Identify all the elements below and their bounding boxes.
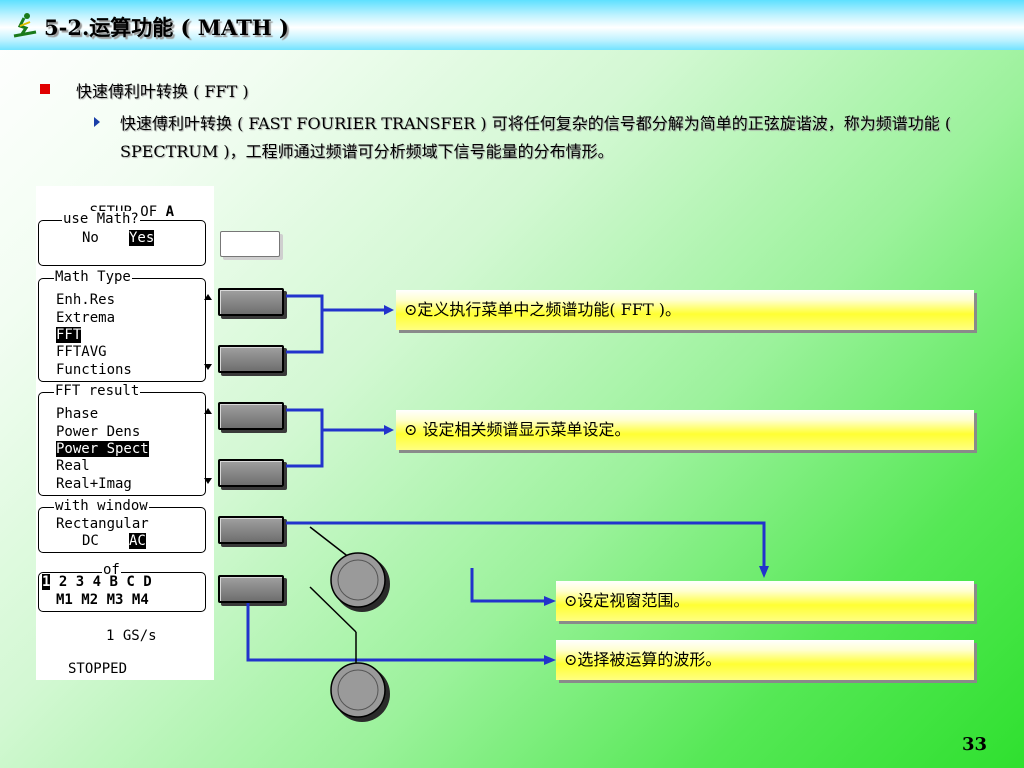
- scroll-down-icon: [204, 364, 212, 370]
- math-type-functions[interactable]: Functions: [56, 362, 132, 378]
- knob-icon: [330, 662, 390, 722]
- fft-result-real[interactable]: Real: [56, 458, 90, 474]
- acquisition-status: STOPPED: [68, 661, 128, 677]
- description-text: 快速傅利叶转换 ( FAST FOURIER TRANSFER ) 可将任何复杂…: [120, 114, 952, 161]
- fft-result-power-dens[interactable]: Power Dens: [56, 424, 141, 440]
- scope-menu-panel: SETUP OF A use Math? No Yes Math Type En…: [36, 186, 214, 680]
- sub-bullet-arrow-icon: [94, 117, 100, 127]
- title-bar: [0, 0, 1024, 50]
- softkey-6[interactable]: [218, 516, 284, 544]
- fft-result-real-imag[interactable]: Real+Imag: [56, 476, 132, 492]
- softkey-5[interactable]: [218, 459, 284, 487]
- callout-window: ⊙设定视窗范围。: [556, 581, 974, 621]
- page-title: 5-2.运算功能 ( MATH ): [44, 15, 289, 40]
- math-type-legend: Math Type: [54, 269, 132, 285]
- window-ac[interactable]: AC: [129, 533, 146, 549]
- knob-icon: [330, 552, 390, 612]
- softkey-1[interactable]: [220, 231, 280, 257]
- sample-rate: 1 GS/s: [106, 628, 157, 644]
- source-channels[interactable]: 1 2 3 4 B C D: [42, 574, 152, 590]
- use-math-yes[interactable]: Yes: [129, 230, 155, 246]
- skier-icon: [13, 13, 37, 38]
- math-type-enh-res[interactable]: Enh.Res: [56, 292, 116, 308]
- source-legend: of: [102, 562, 121, 578]
- use-math-no[interactable]: No: [82, 230, 99, 246]
- source-math-channels[interactable]: M1 M2 M3 M4: [56, 592, 149, 608]
- softkey-4[interactable]: [218, 402, 284, 430]
- callout-display: ⊙ 设定相关频谱显示菜单设定。: [396, 410, 974, 450]
- use-math-legend: use Math?: [62, 211, 140, 227]
- math-type-extrema[interactable]: Extrema: [56, 310, 116, 326]
- setup-channel: A: [165, 204, 175, 220]
- window-type[interactable]: Rectangular: [56, 516, 149, 532]
- softkey-7[interactable]: [218, 575, 284, 603]
- section-heading: 快速傅利叶转换 ( FFT ): [76, 82, 249, 101]
- window-dc[interactable]: DC: [82, 533, 99, 549]
- scroll-down-icon: [204, 478, 212, 484]
- callout-fft: ⊙定义执行菜单中之频谱功能( FFT )。: [396, 290, 974, 330]
- page-number: 33: [962, 734, 988, 755]
- math-type-fftavg[interactable]: FFTAVG: [56, 344, 107, 360]
- fft-result-power-spect[interactable]: Power Spect: [56, 441, 149, 457]
- softkey-3[interactable]: [218, 345, 284, 373]
- fft-result-phase[interactable]: Phase: [56, 406, 99, 422]
- scroll-up-icon: [204, 408, 212, 414]
- math-type-fft[interactable]: FFT: [56, 327, 82, 343]
- source-group: [38, 572, 206, 612]
- window-legend: with window: [54, 498, 149, 514]
- callout-source: ⊙选择被运算的波形。: [556, 640, 974, 680]
- scroll-up-icon: [204, 294, 212, 300]
- fft-result-legend: FFT result: [54, 383, 141, 399]
- softkey-2[interactable]: [218, 288, 284, 316]
- bullet-square-icon: [40, 84, 50, 94]
